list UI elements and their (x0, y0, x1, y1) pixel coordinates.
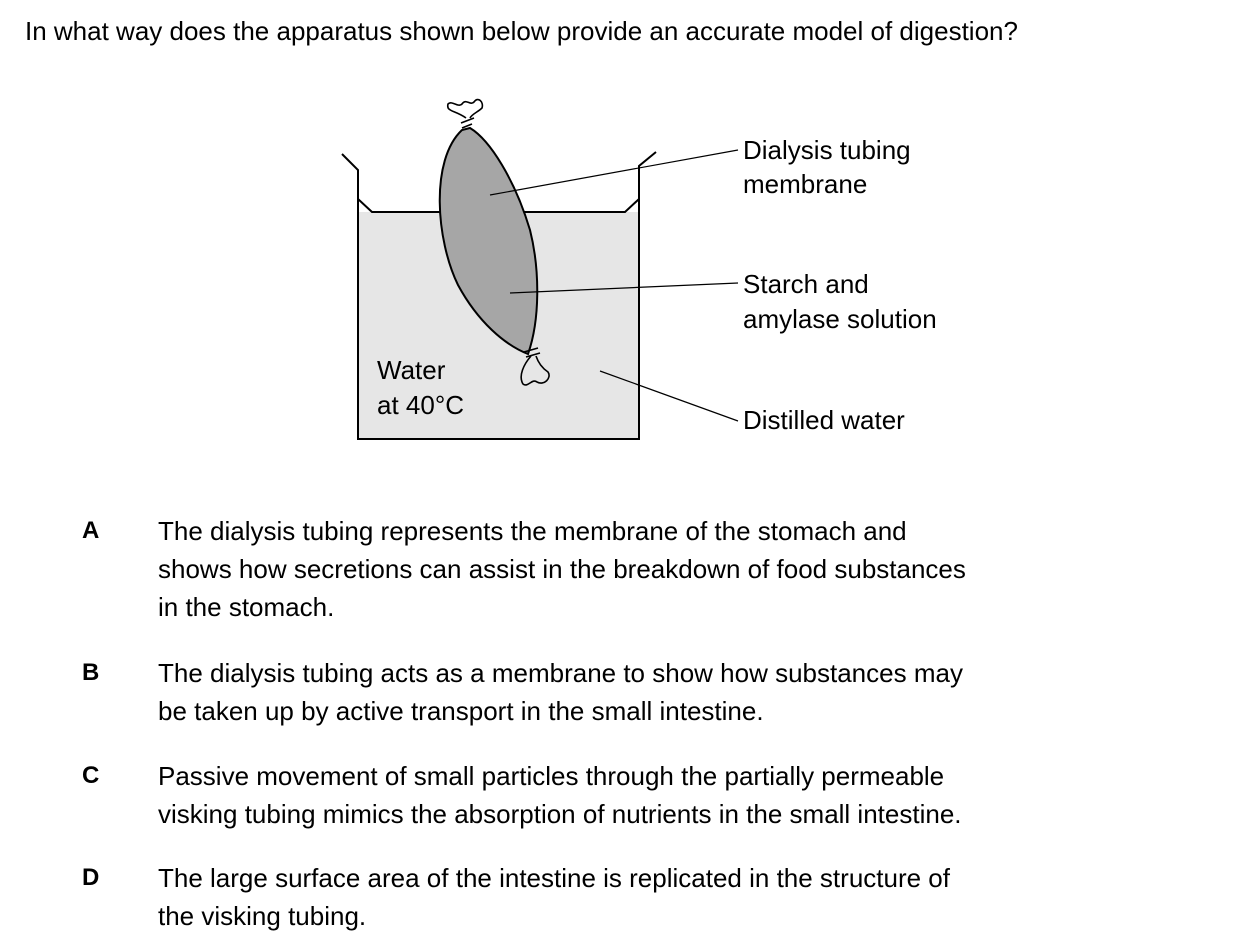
option-text-line: The dialysis tubing represents the membr… (158, 516, 907, 546)
beaker-outline (341, 151, 657, 440)
label-distilled: Distilled water (743, 405, 905, 435)
option-text: The large surface area of the intestine … (158, 859, 1078, 935)
option-text-line: in the stomach. (158, 592, 335, 622)
label-starch-line2: amylase solution (743, 304, 937, 334)
option-letter: B (82, 659, 100, 686)
option-text-line: shows how secretions can assist in the b… (158, 554, 966, 584)
bottom-knot (520, 347, 550, 386)
option-text: The dialysis tubing represents the membr… (158, 512, 1078, 626)
option-text-line: the visking tubing. (158, 901, 367, 931)
option-letter: D (82, 864, 100, 891)
label-water-line2: at 40°C (377, 390, 464, 420)
top-knot (446, 98, 484, 129)
option-text-line: be taken up by active transport in the s… (158, 696, 764, 726)
label-tubing-line1: Dialysis tubing (743, 135, 911, 165)
dialysis-tubing-bag (438, 126, 539, 356)
option-text-line: Passive movement of small particles thro… (158, 761, 945, 791)
question-text: In what way does the apparatus shown bel… (25, 16, 1018, 46)
option-text-line: The dialysis tubing acts as a membrane t… (158, 658, 963, 688)
leader-line-distilled (599, 370, 739, 422)
apparatus-diagram: Dialysis tubing membrane Starch and amyl… (341, 98, 937, 440)
label-water-line1: Water (377, 355, 446, 385)
option-text-line: visking tubing mimics the absorption of … (158, 799, 962, 829)
leader-line-tubing (489, 149, 739, 196)
option-letter: C (82, 762, 100, 789)
label-tubing-line2: membrane (743, 169, 867, 199)
option-letter: A (82, 517, 100, 544)
option-text-line: The large surface area of the intestine … (158, 863, 950, 893)
option-text: Passive movement of small particles thro… (158, 757, 1078, 833)
option-text: The dialysis tubing acts as a membrane t… (158, 654, 1078, 730)
label-starch-line1: Starch and (743, 269, 869, 299)
leader-line-starch (509, 282, 739, 294)
